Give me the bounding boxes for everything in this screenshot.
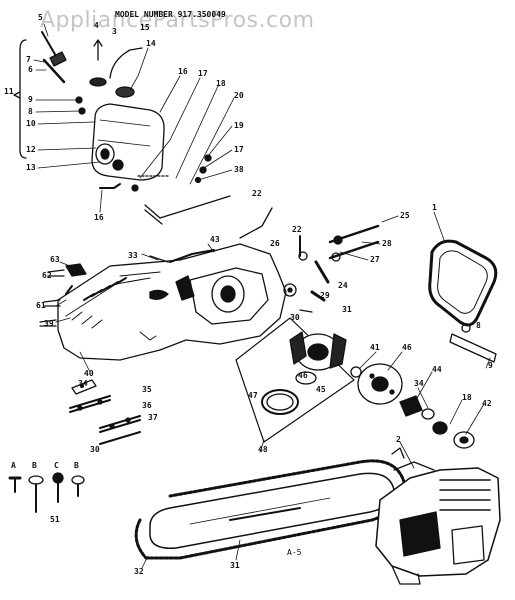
callout-4: 4	[94, 21, 99, 30]
callout-63: 63	[50, 255, 60, 264]
callout-37: 37	[148, 413, 158, 422]
callout-1: 1	[432, 203, 437, 212]
callout-22b: 22	[292, 225, 302, 234]
callout-41: 41	[370, 343, 380, 352]
callout-7: 7	[26, 55, 31, 64]
callout-8: 8	[28, 107, 33, 116]
callout-18b: 18	[462, 393, 472, 402]
callout-51: 51	[50, 515, 60, 524]
callout-30: 30	[290, 313, 300, 322]
bolt-parts	[8, 472, 85, 513]
callout-48: 48	[258, 445, 268, 454]
callout-3: 3	[112, 27, 117, 36]
callout-2: 2	[396, 435, 401, 444]
callout-9: 9	[28, 95, 33, 104]
callout-40: 40	[84, 369, 94, 378]
callout-29: 29	[320, 291, 330, 300]
callout-31b: 31	[230, 561, 240, 570]
callout-22: 22	[252, 189, 262, 198]
callout-16b: 16	[94, 213, 104, 222]
callout-38: 38	[234, 165, 244, 174]
callout-11: 11	[4, 87, 14, 96]
callout-14: 14	[146, 39, 156, 48]
callout-9b: 9	[488, 361, 493, 370]
clutch-group	[235, 317, 475, 449]
callout-10: 10	[26, 119, 36, 128]
callout-25: 25	[400, 211, 410, 220]
callout-26: 26	[270, 239, 280, 248]
callout-62: 62	[42, 271, 52, 280]
model-number-label: MODEL NUMBER 917.350049	[115, 10, 226, 19]
callout-45: 45	[316, 385, 326, 394]
callout-36: 36	[142, 401, 152, 410]
callout-39: 39	[44, 319, 54, 328]
small-parts-61-63	[39, 263, 87, 327]
housing-body	[57, 243, 287, 361]
callout-24: 24	[338, 281, 348, 290]
callout-8b: 8	[476, 321, 481, 330]
callout-31: 31	[342, 305, 352, 314]
handle-part-1	[428, 239, 498, 363]
chain-link-parts	[69, 379, 141, 445]
callout-46: 46	[298, 371, 308, 380]
callout-47: 47	[248, 391, 258, 400]
callout-6: 6	[28, 65, 33, 74]
callout-27: 27	[370, 255, 380, 264]
callout-13: 13	[26, 163, 36, 172]
callout-15: 15	[140, 23, 150, 32]
callout-61: 61	[36, 301, 46, 310]
callout-43: 43	[210, 235, 220, 244]
callout-16: 16	[178, 67, 188, 76]
callout-17b: 17	[234, 145, 244, 154]
watermark: AppliancePartsPros.com	[40, 8, 315, 33]
callout-A: A	[11, 461, 16, 470]
callout-18: 18	[216, 79, 226, 88]
part-22-rod	[239, 207, 273, 239]
tank-assembly	[13, 31, 231, 225]
callout-B2: B	[74, 461, 79, 470]
small-parts-22-31	[283, 235, 330, 313]
sheet-label: A-5	[287, 548, 302, 557]
callout-12: 12	[26, 145, 36, 154]
callout-46b: 46	[402, 343, 412, 352]
callout-B: B	[32, 461, 37, 470]
callout-20: 20	[234, 91, 244, 100]
callout-32: 32	[134, 567, 144, 576]
callout-44: 44	[432, 365, 442, 374]
callout-19: 19	[234, 121, 244, 130]
callout-C: C	[54, 461, 59, 470]
callout-17: 17	[198, 69, 208, 78]
callout-33: 33	[128, 251, 138, 260]
powerhead-part-2	[375, 447, 501, 585]
guide-bar-and-chain	[134, 459, 406, 560]
studs-25-28	[328, 224, 380, 262]
callout-5: 5	[38, 13, 43, 22]
callout-35: 35	[142, 385, 152, 394]
callout-30b: 30	[90, 445, 100, 454]
callout-34: 34	[78, 379, 88, 388]
callout-42: 42	[482, 399, 492, 408]
callout-34b: 34	[414, 379, 424, 388]
callout-28: 28	[382, 239, 392, 248]
leader-lines	[33, 23, 491, 569]
